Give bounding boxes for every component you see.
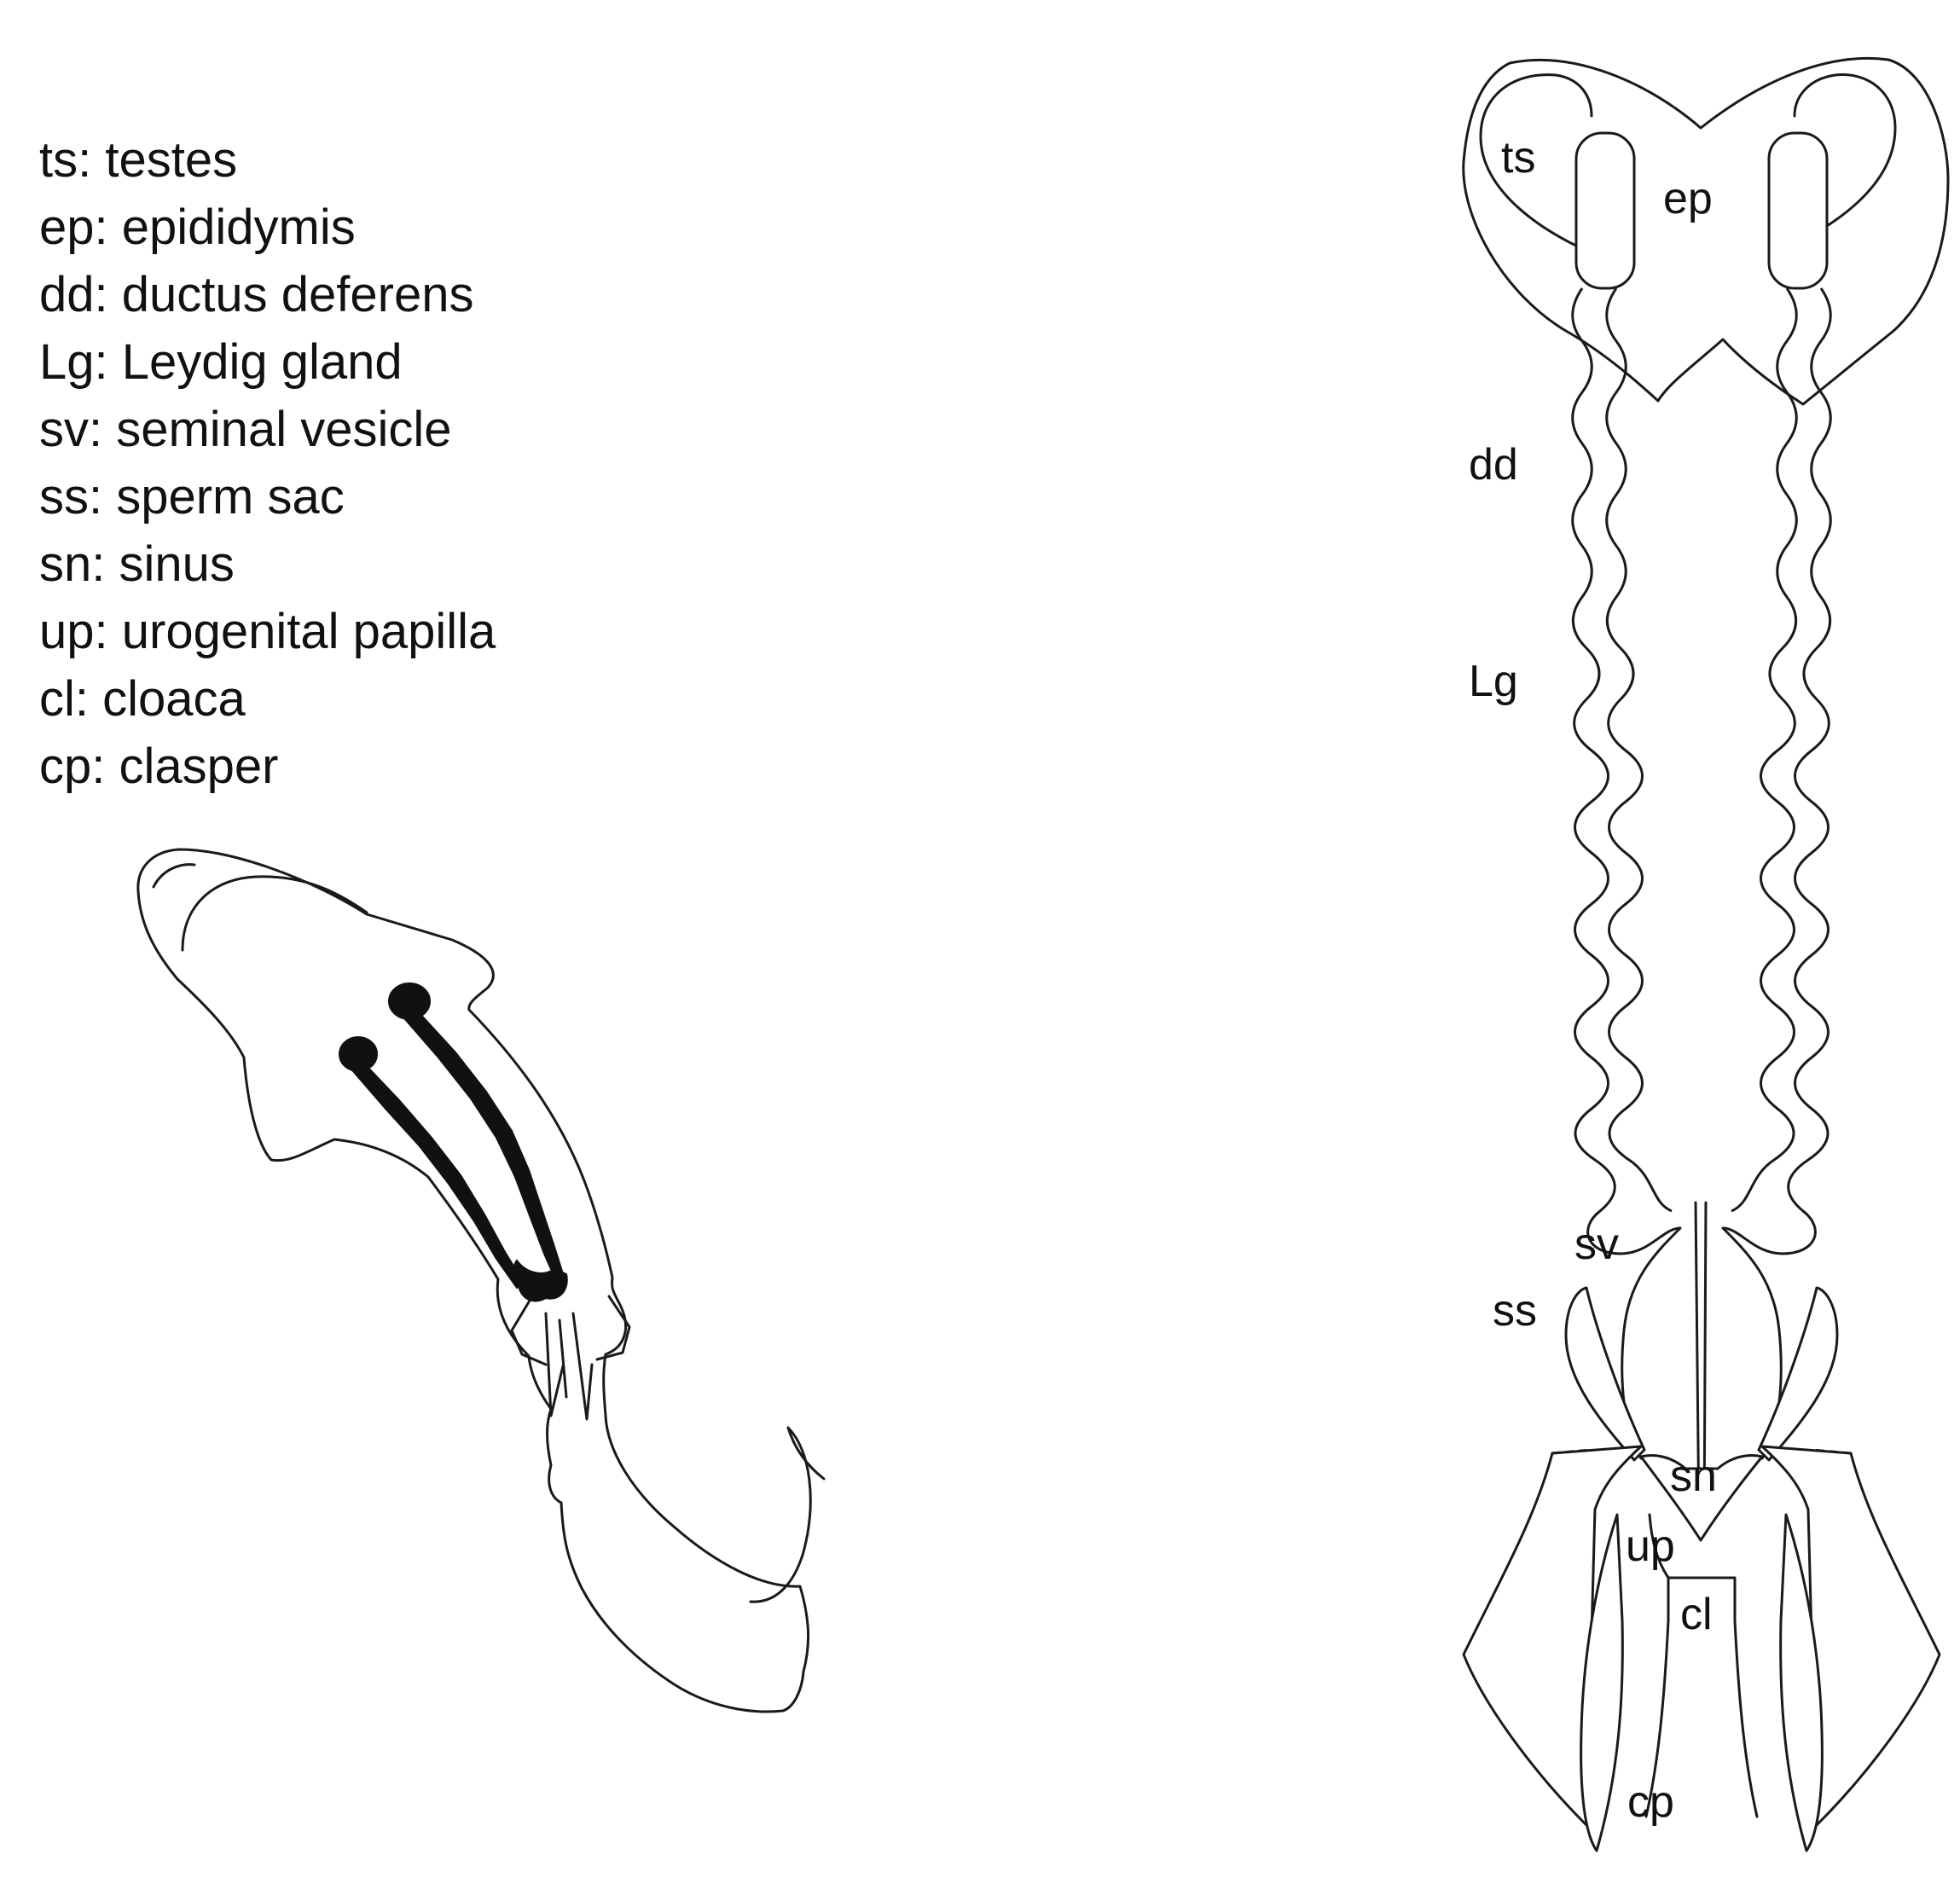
label-up: up [1626, 1521, 1675, 1571]
legend-item: up: urogenital papilla [39, 604, 496, 659]
sinus-outline [1639, 1454, 1764, 1542]
ductus-deferens-inner-left [1605, 287, 1673, 1213]
shark-sperm-sacs [512, 1259, 568, 1302]
epididymis-body-right [1767, 131, 1829, 290]
label-lg: Lg [1469, 657, 1518, 706]
legend-item: ep: epididymis [39, 200, 356, 255]
legend-item: cl: cloaca [39, 671, 246, 727]
epididymis-body-left [1574, 131, 1636, 290]
shark-duct-right [351, 1063, 525, 1290]
ductus-deferens-left [1571, 287, 1681, 1255]
legend-item: sn: sinus [39, 536, 235, 592]
clasper-left [1580, 1513, 1624, 1852]
shark-tail-inner-line [749, 1426, 812, 1603]
label-ts: ts [1501, 133, 1535, 183]
clasper-right [1779, 1513, 1824, 1852]
legend-item: cp: clasper [39, 739, 279, 794]
sperm-sac-left [1564, 1286, 1646, 1462]
testis-left-outline [1479, 73, 1593, 251]
legend-item: Lg: Leydig gland [39, 334, 403, 390]
shark-clasper-mid [558, 1319, 568, 1399]
label-sv: sv [1574, 1220, 1619, 1269]
label-ss: ss [1493, 1286, 1537, 1336]
pelvic-fin-left [1462, 1445, 1643, 1827]
urogenital-papilla-outline [1648, 1513, 1670, 1579]
legend-item: dd: ductus deferens [39, 267, 474, 322]
fin-dashed-right [1810, 1448, 1853, 1455]
legend-item: sv: seminal vesicle [39, 402, 452, 457]
ductus-deferens-inner-right [1731, 287, 1798, 1213]
label-cl: cl [1680, 1590, 1713, 1639]
shark-tail-notch [786, 1426, 826, 1481]
label-sn: sn [1670, 1452, 1717, 1501]
legend-item: ss: sperm sac [39, 469, 345, 525]
label-ep: ep [1663, 174, 1713, 223]
shark-clasper-right [571, 1312, 594, 1421]
shark-clasper-left [544, 1312, 565, 1417]
pelvic-fin-right [1760, 1445, 1941, 1827]
shark-testis-right [339, 1036, 378, 1072]
legend-item: ts: testes [39, 132, 238, 188]
shark-illustration [136, 848, 826, 1713]
sperm-sac-right [1757, 1286, 1839, 1462]
epididymis-outline [1462, 56, 1950, 406]
testis-right-outline [1783, 73, 1897, 251]
ductus-deferens-right [1722, 287, 1832, 1255]
shark-pelvic-fin-left [510, 1286, 548, 1366]
fin-dashed-left [1551, 1448, 1593, 1455]
shark-nostril-line [152, 863, 196, 889]
shark-snout-line [181, 875, 368, 952]
label-cp: cp [1627, 1777, 1674, 1827]
abbreviation-legend: ts: testes ep: epididymis dd: ductus def… [39, 126, 496, 800]
reproductive-tract-diagram: ts ep dd Lg sv ss sn up cl cp [1462, 56, 1950, 1852]
cloaca-outline [1644, 1576, 1759, 1818]
shark-body-outline [136, 848, 810, 1713]
shark-testis-left [388, 982, 431, 1020]
label-dd: dd [1469, 440, 1518, 490]
shark-pelvic-fin-right [595, 1295, 631, 1361]
